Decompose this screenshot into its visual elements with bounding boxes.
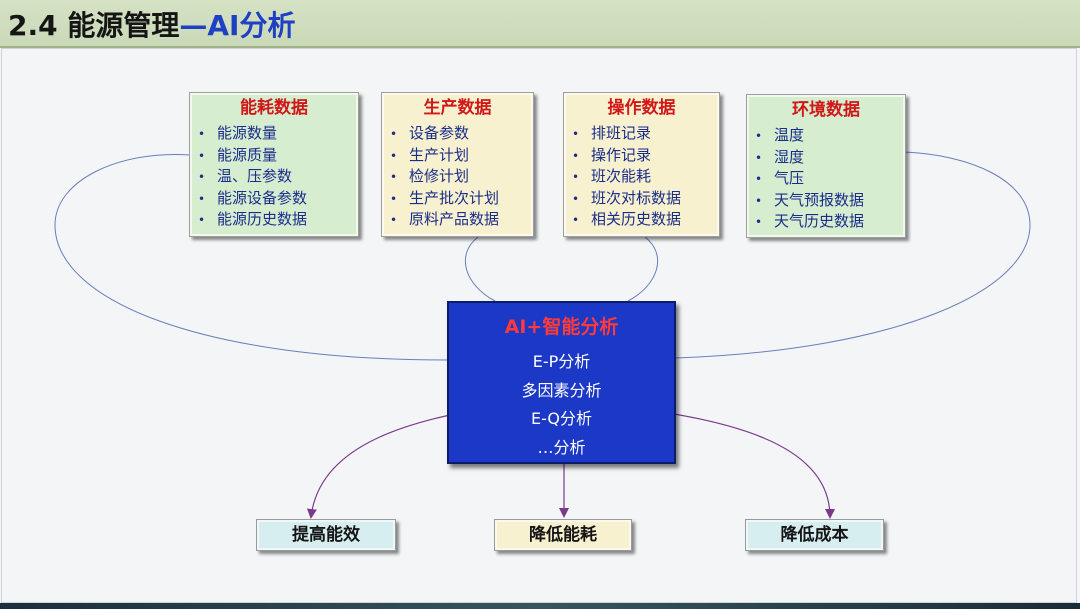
outcome-improve-efficiency: 提高能效 [256,519,396,551]
list-item-text: 班次能耗 [591,167,652,186]
source-item-list: • 排班记录 • 操作记录 • 班次能耗 • 班次对标数据 • 相关历史数据 [564,123,719,231]
analysis-method: 多因素分析 [521,380,602,400]
outcome-reduce-cost: 降低成本 [745,519,884,551]
list-item-text: 湿度 [774,147,805,166]
source-card-title: 操作数据 [607,98,676,118]
list-item: • 湿度 [755,147,905,169]
list-item: • 天气历史数据 [755,211,905,233]
list-item: • 能源质量 [198,145,358,167]
bullet-icon: • [572,127,580,141]
list-item-text: 生产计划 [409,145,470,164]
list-item-text: 相关历史数据 [591,210,682,229]
bullet-icon: • [755,150,763,165]
slide-title-prefix: 2.4 能源管理 [8,9,180,42]
bullet-icon: • [572,148,580,163]
bullet-icon: • [198,148,206,163]
middle-right-connector [627,236,659,302]
source-card-production: 生产数据 • 设备参数 • 生产计划 • 检修计划 • 生产批次计划 • 原料产品数据 [381,92,534,237]
source-card-title: 环境数据 [792,100,860,120]
bullet-icon: • [198,191,206,206]
list-item: • 生产计划 [390,145,533,167]
analysis-method: …分析 [537,437,586,457]
outcome-reduce-consumption: 降低能耗 [494,519,632,551]
bullet-icon: • [755,172,763,187]
list-item: • 天气预报数据 [755,190,905,212]
list-item: • 能源数量 [198,123,358,145]
bullet-icon: • [390,170,398,185]
list-item: • 能源设备参数 [198,188,358,210]
bullet-icon: • [390,127,398,141]
source-item-list: • 温度 • 湿度 • 气压 • 天气预报数据 • 天气历史数据 [747,125,905,233]
list-item-text: 能源设备参数 [217,188,308,207]
list-item: • 温度 [755,125,905,147]
list-item: • 班次能耗 [572,166,719,188]
list-item: • 生产批次计划 [390,188,533,210]
bullet-icon: • [198,127,206,141]
list-item-text: 天气预报数据 [774,190,865,209]
source-card-title: 生产数据 [423,98,492,118]
list-item-text: 能源质量 [217,145,278,164]
source-item-list: • 能源数量 • 能源质量 • 温、压参数 • 能源设备参数 • 能源历史数据 [190,123,358,231]
list-item-text: 能源历史数据 [217,210,308,229]
bullet-icon: • [572,170,580,185]
list-item: • 原料产品数据 [390,209,533,231]
right-loop-connector [675,151,1031,359]
source-item-list: • 设备参数 • 生产计划 • 检修计划 • 生产批次计划 • 原料产品数据 [382,123,533,231]
bullet-icon: • [572,213,580,228]
list-item: • 设备参数 [390,123,533,145]
list-item-text: 设备参数 [409,124,470,142]
middle-left-connector [464,236,496,302]
list-item: • 班次对标数据 [572,188,719,210]
bullet-icon: • [198,170,206,185]
list-item: • 相关历史数据 [572,209,719,231]
list-item: • 温、压参数 [198,166,358,188]
slide-frame [1,48,1077,603]
bullet-icon: • [755,193,763,208]
bullet-icon: • [755,129,763,143]
bullet-icon: • [198,213,206,228]
list-item-text: 操作记录 [591,145,652,164]
list-item: • 检修计划 [390,166,533,188]
list-item-text: 原料产品数据 [409,210,500,229]
list-item-text: 温度 [774,126,805,144]
bullet-icon: • [390,213,398,228]
analysis-method: E-P分析 [532,352,591,371]
list-item-text: 天气历史数据 [774,212,865,231]
list-item-text: 班次对标数据 [591,188,682,207]
list-item-text: 气压 [774,169,805,188]
list-item: • 排班记录 [572,123,719,145]
bullet-icon: • [390,191,398,206]
slide-title-accent: —AI分析 [179,9,296,42]
left-loop-connector [54,153,448,361]
analysis-method: E-Q分析 [530,409,593,428]
ai-analysis-box: AI+智能分析 E-P分析 多因素分析 E-Q分析 …分析 [447,301,676,464]
title-bar: 2.4 能源管理—AI分析 [0,0,1080,48]
analysis-method-list: E-P分析 多因素分析 E-Q分析 …分析 [449,348,674,462]
list-item: • 能源历史数据 [198,209,358,231]
slide-title: 2.4 能源管理—AI分析 [8,4,295,44]
list-item-text: 能源数量 [217,124,278,142]
list-item: • 气压 [755,168,905,190]
bullet-icon: • [755,215,763,230]
list-item-text: 温、压参数 [217,167,293,186]
list-item-text: 检修计划 [409,167,470,186]
source-card-title: 能耗数据 [240,98,308,118]
source-card-operation: 操作数据 • 排班记录 • 操作记录 • 班次能耗 • 班次对标数据 • 相关历史数据 [563,92,720,237]
bullet-icon: • [390,148,398,163]
list-item-text: 生产批次计划 [409,188,500,207]
bottom-strip [0,603,1080,609]
source-card-energy-consumption: 能耗数据 • 能源数量 • 能源质量 • 温、压参数 • 能源设备参数 • 能源历史数据 [189,92,359,237]
list-item: • 操作记录 [572,145,719,167]
bullet-icon: • [572,191,580,206]
ai-analysis-title: AI+智能分析 [504,316,619,338]
source-card-environment: 环境数据 • 温度 • 湿度 • 气压 • 天气预报数据 • 天气历史数据 [746,94,906,238]
list-item-text: 排班记录 [591,124,652,142]
